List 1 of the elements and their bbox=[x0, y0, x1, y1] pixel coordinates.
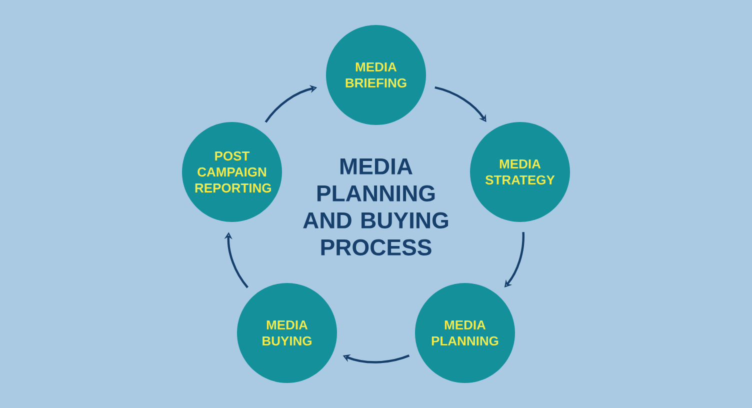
diagram-title: MEDIA PLANNING AND BUYING PROCESS bbox=[303, 158, 448, 256]
